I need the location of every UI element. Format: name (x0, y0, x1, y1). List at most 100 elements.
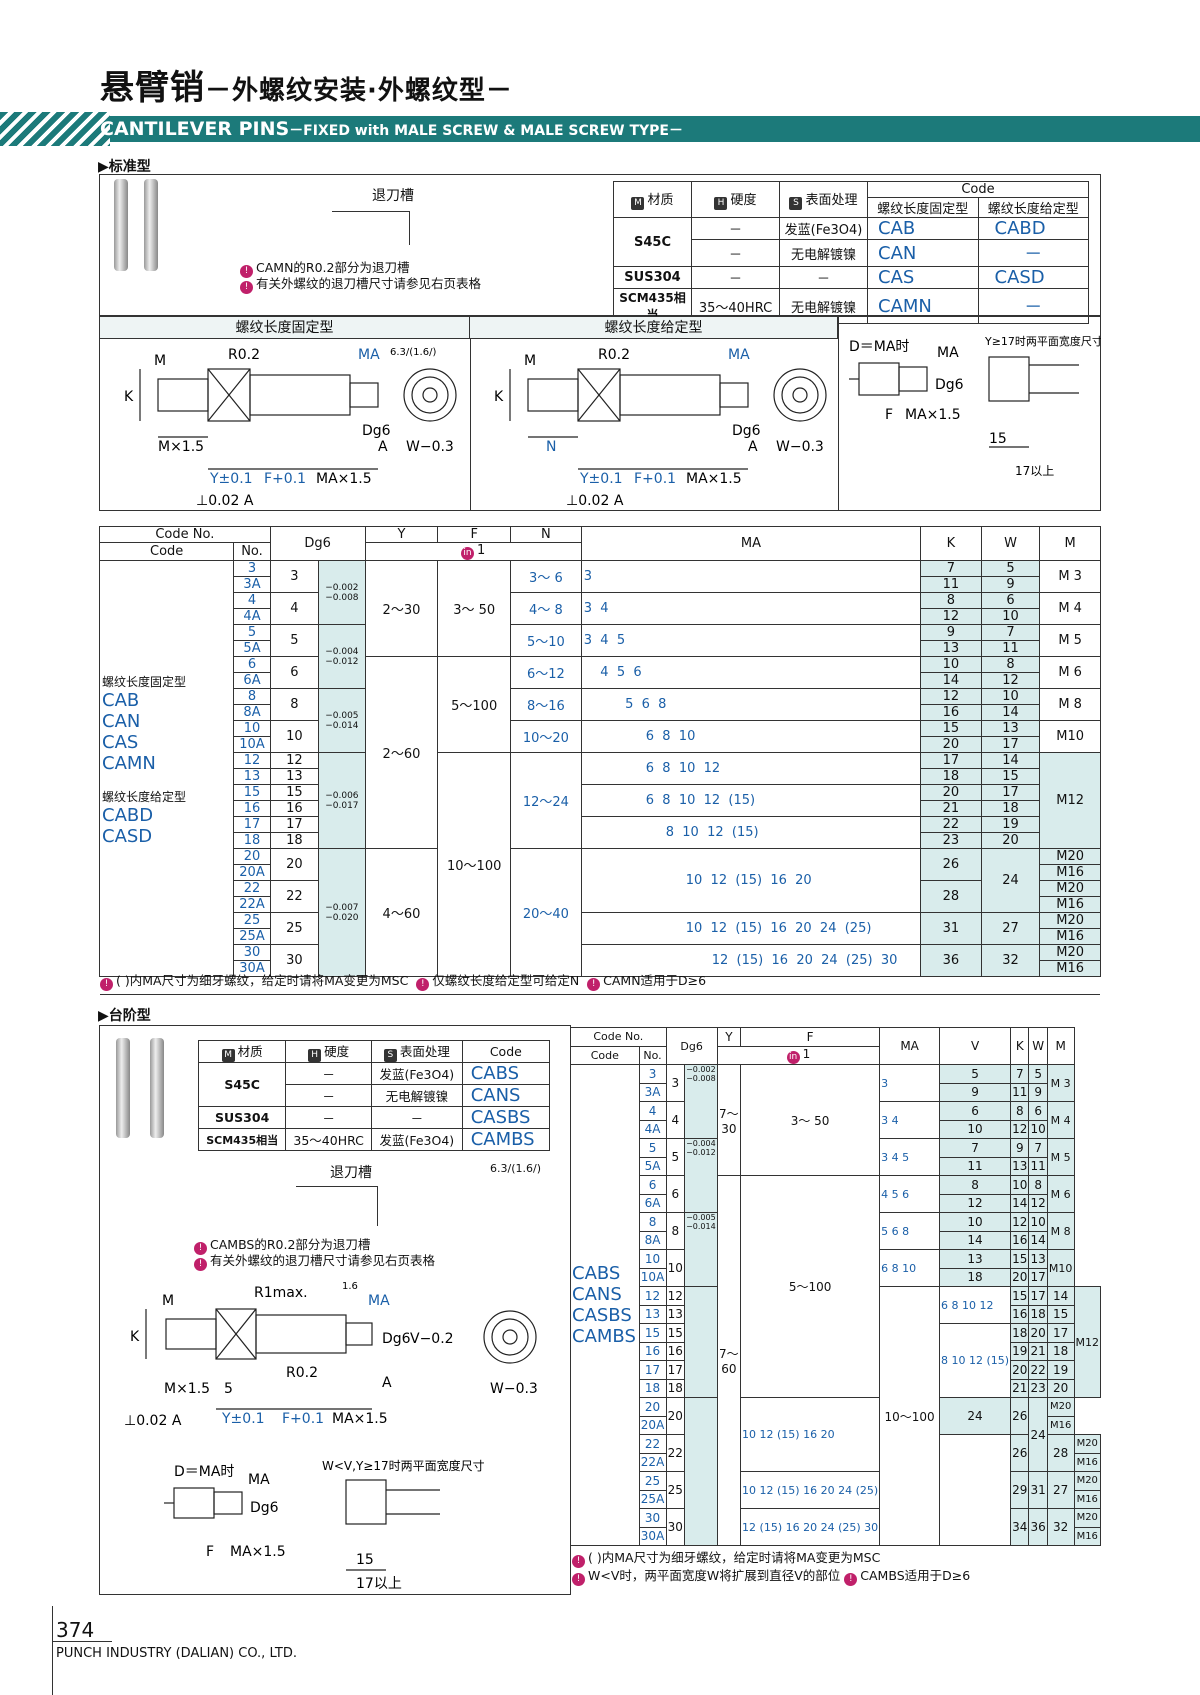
cell-k: 31 (920, 912, 982, 945)
cell-d: 5 (269, 624, 320, 657)
drawing-side-svg: D＝MA时 MA Dg6 F MA×1.5 Y≥17时两平面宽度尺寸 15 17… (849, 334, 1101, 478)
dim-dg6: Dg6 (935, 377, 964, 393)
title-band (0, 116, 1200, 142)
dim-r02: R0.2 (286, 1365, 318, 1381)
cell-d: 17 (269, 816, 320, 833)
cell-w: 24 (1028, 1397, 1048, 1472)
th-v: V (939, 1027, 1012, 1065)
spec-header-code: Code (461, 1040, 551, 1063)
cell-d: 8 (665, 1212, 686, 1250)
code-cas: CAS (102, 732, 139, 753)
cell-d: 18 (665, 1378, 686, 1398)
cell-k: 13 (1010, 1156, 1030, 1176)
cell-no: 18 (638, 1378, 667, 1398)
cell-v: 7 (939, 1138, 1012, 1158)
cell-m: M16 (1073, 1526, 1101, 1546)
title-cn-sub: －外螺纹安装·外螺纹型－ (205, 76, 513, 106)
cell-w: 7 (980, 624, 1041, 641)
cell-w: 17 (980, 736, 1041, 753)
cell-k: 20 (920, 784, 982, 801)
cell-v: 34 (1010, 1508, 1030, 1546)
cell-w: 10 (980, 688, 1041, 705)
cell-k: 18 (1028, 1304, 1048, 1324)
cell-no: 20 (638, 1397, 667, 1417)
spec-code: CAB (867, 217, 979, 240)
cell-tol (684, 1286, 718, 1398)
cell-m: M20 (1039, 944, 1101, 961)
th-f: F (437, 526, 512, 543)
cell-d: 16 (665, 1341, 686, 1361)
dim-w: W−0.3 (490, 1381, 538, 1397)
company-name: PUNCH INDUSTRY (DALIAN) CO., LTD. (56, 1646, 297, 1661)
cell-m: M16 (1039, 896, 1101, 913)
note-marker-icon: ! (572, 1555, 585, 1568)
cell-n: 8～16 (510, 688, 582, 721)
standard-note-1: !CAMN的R0.2部分为退刀槽 (240, 257, 409, 278)
cell-k: 11 (920, 576, 982, 593)
groove-drawing (332, 211, 410, 245)
spec-code-given: CASD (977, 266, 1089, 289)
dim-17-above: 17以上 (1015, 464, 1054, 478)
th-code: Code (98, 542, 235, 561)
dim-max15: MA×1.5 (230, 1544, 286, 1560)
note-marker-icon: ! (100, 978, 113, 991)
step-note-2: !有关外螺纹的退刀槽尺寸请参见右页表格 (194, 1250, 435, 1271)
cell-k: 10 (1010, 1175, 1030, 1195)
cell-no: 10 (233, 720, 271, 737)
cell-d: 15 (269, 784, 320, 801)
spec-hardness: － (691, 217, 780, 240)
cell-y (939, 1434, 1012, 1546)
standard-drawings-box: 螺纹长度固定型 螺纹长度给定型 M R0.2 MA K Dg6 M×1.5 A … (99, 316, 1101, 511)
cell-v: 14 (939, 1230, 1012, 1250)
cell-ma: 5 6 8 (879, 1212, 941, 1250)
cell-k: 14 (920, 672, 982, 689)
cell-w: 14 (980, 704, 1041, 721)
cell-tol: −0.002 −0.008 (684, 1064, 718, 1139)
spec-surface: 发蓝(Fe3O4) (371, 1062, 463, 1085)
cell-y: 2～60 (364, 656, 439, 849)
spec-surface: 发蓝(Fe3O4) (779, 217, 868, 240)
dim-n: N (546, 439, 556, 455)
th-no: No. (233, 542, 271, 561)
page-title-cn: 悬臂销－外螺纹安装·外螺纹型－ (100, 60, 513, 109)
cell-d: 6 (665, 1175, 686, 1213)
footer-rule-h (52, 1641, 112, 1642)
dim-flat-width: W<V,Y≥17时两平面宽度尺寸 (322, 1458, 485, 1473)
pin-photo-2 (150, 1038, 164, 1138)
cell-d: 3 (665, 1064, 686, 1102)
groove-drawing (296, 1186, 378, 1226)
cell-k: 22 (920, 816, 982, 833)
cell-d: 18 (269, 832, 320, 849)
cell-w: 32 (1046, 1508, 1075, 1546)
cell-d: 17 (665, 1360, 686, 1380)
cell-m: M20 (1073, 1434, 1101, 1454)
cell-m: M12 (1039, 752, 1101, 849)
cell-k: 36 (1028, 1508, 1048, 1546)
groove-label: 退刀槽 (330, 1165, 372, 1181)
cell-m: M 8 (1039, 688, 1101, 721)
cell-d: 8 (269, 688, 320, 721)
cell-no: 6A (233, 672, 271, 689)
cell-k: 7 (1010, 1064, 1030, 1084)
cell-v: 11 (939, 1156, 1012, 1176)
dim-w: W−0.3 (406, 439, 454, 455)
note-marker-icon: ! (194, 1242, 207, 1255)
spec-code: CAS (867, 266, 979, 289)
cell-no: 25 (638, 1471, 667, 1491)
cell-d: 20 (269, 848, 320, 881)
spec-hardness: － (691, 239, 780, 267)
step-drawing-svg: M R1max. MA K Dg6 V−0.2 R0.2 M×1.5 5 A W… (124, 1281, 538, 1429)
cell-no: 13 (638, 1304, 667, 1324)
cell-no: 3 (638, 1064, 667, 1084)
cell-k: 18 (920, 768, 982, 785)
cell-d: 5 (665, 1138, 686, 1176)
cell-w: 27 (980, 912, 1041, 945)
code-list-cell: 螺纹长度固定型 CAB CAN CAS CAMN 螺纹长度给定型 CABD CA… (98, 560, 234, 977)
code-label: CASBS (572, 1305, 632, 1326)
cell-w: 11 (1028, 1156, 1048, 1176)
dim-max15: MA×1.5 (686, 471, 742, 487)
code-label: CAMBS (572, 1326, 636, 1347)
